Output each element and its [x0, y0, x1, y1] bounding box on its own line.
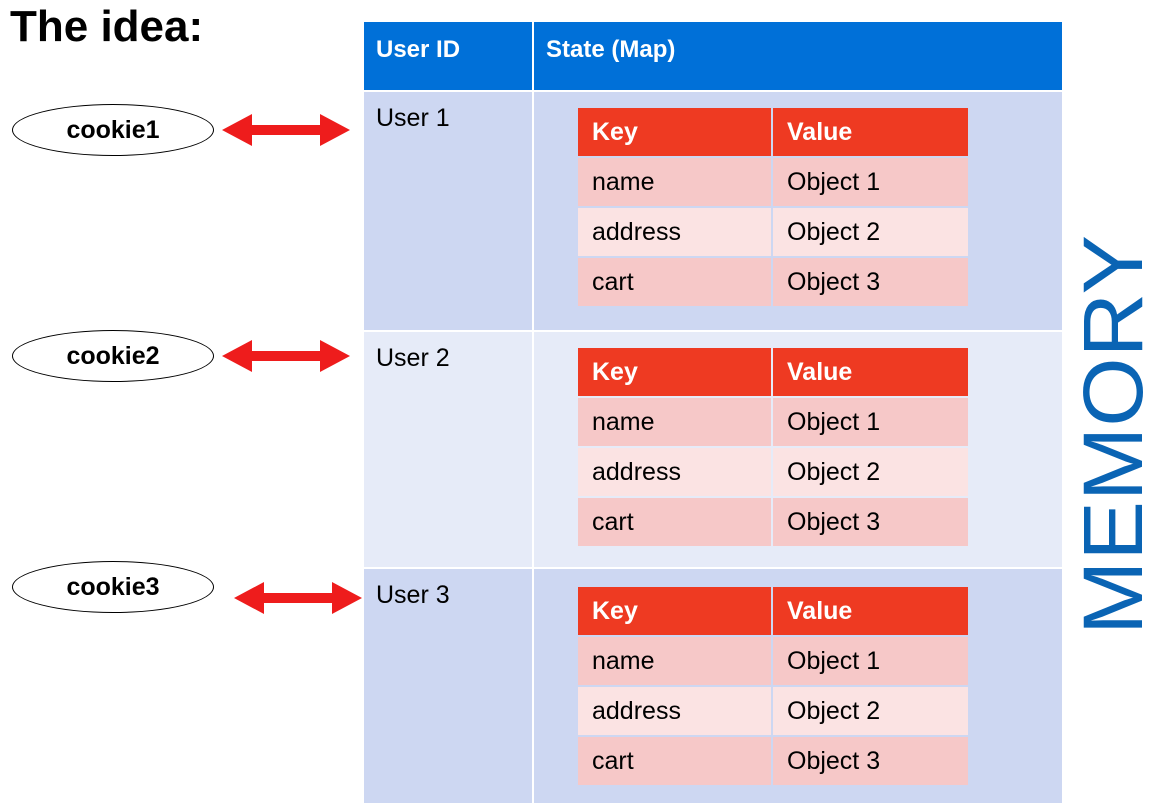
map-value: Object 1 — [773, 398, 968, 446]
map-key: name — [578, 637, 771, 685]
double-arrow-icon — [222, 114, 350, 146]
key-header: Key — [578, 108, 771, 156]
user-id-cell: User 2 — [364, 332, 532, 567]
cookie-ellipse-1: cookie1 — [12, 104, 214, 156]
state-map-table: Key Value name Object 1 address Object 2… — [578, 348, 968, 546]
column-header-state: State (Map) — [534, 22, 1062, 90]
map-value: Object 2 — [773, 448, 968, 496]
map-value: Object 3 — [773, 737, 968, 785]
user-id-cell: User 3 — [364, 569, 532, 803]
state-cell: Key Value name Object 1 address Object 2… — [534, 569, 1062, 803]
map-key: cart — [578, 498, 771, 546]
value-header: Value — [773, 348, 968, 396]
map-key: name — [578, 398, 771, 446]
memory-label-text: MEMORY — [1080, 235, 1152, 635]
table-row: User 1 Key Value name Object 1 address O… — [364, 92, 1062, 330]
memory-label: MEMORY — [1080, 235, 1152, 635]
value-header: Value — [773, 587, 968, 635]
state-map-table: Key Value name Object 1 address Object 2… — [578, 108, 968, 306]
map-key: address — [578, 208, 771, 256]
map-value: Object 3 — [773, 498, 968, 546]
user-id-cell: User 1 — [364, 92, 532, 330]
map-key: name — [578, 158, 771, 206]
state-cell: Key Value name Object 1 address Object 2… — [534, 92, 1062, 330]
double-arrow-icon — [222, 340, 350, 372]
key-header: Key — [578, 587, 771, 635]
table-row: User 3 Key Value name Object 1 address O… — [364, 569, 1062, 803]
map-value: Object 3 — [773, 258, 968, 306]
cookie-ellipse-2: cookie2 — [12, 330, 214, 382]
double-arrow-icon — [234, 582, 362, 614]
value-header: Value — [773, 108, 968, 156]
user-state-table: User ID State (Map) User 1 Key Value nam… — [364, 22, 1062, 803]
map-value: Object 2 — [773, 687, 968, 735]
map-key: address — [578, 687, 771, 735]
cookie-ellipse-3: cookie3 — [12, 561, 214, 613]
key-header: Key — [578, 348, 771, 396]
state-cell: Key Value name Object 1 address Object 2… — [534, 332, 1062, 567]
page-title: The idea: — [10, 2, 204, 51]
column-header-user-id: User ID — [364, 22, 532, 90]
map-value: Object 1 — [773, 637, 968, 685]
map-value: Object 1 — [773, 158, 968, 206]
state-map-table: Key Value name Object 1 address Object 2… — [578, 587, 968, 785]
map-key: address — [578, 448, 771, 496]
map-value: Object 2 — [773, 208, 968, 256]
map-key: cart — [578, 737, 771, 785]
table-row: User 2 Key Value name Object 1 address O… — [364, 332, 1062, 567]
map-key: cart — [578, 258, 771, 306]
